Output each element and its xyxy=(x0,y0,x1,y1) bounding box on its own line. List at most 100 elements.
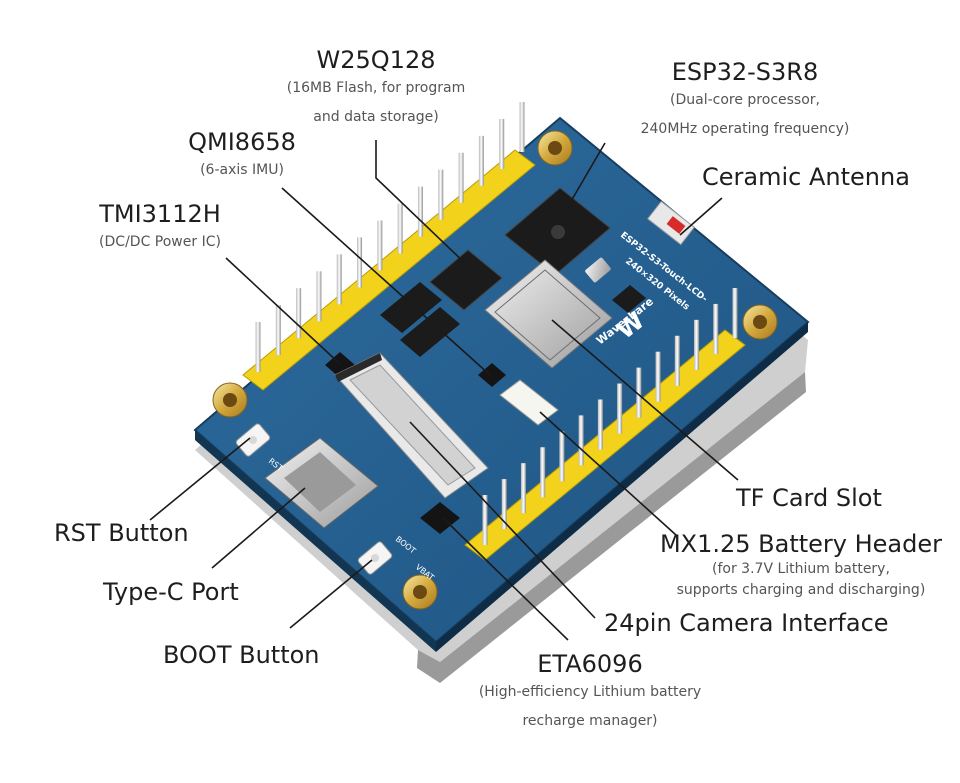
header-pin xyxy=(540,447,546,498)
camera-fpc-latch xyxy=(335,353,382,382)
leader-tfcard xyxy=(551,319,739,481)
header-pin xyxy=(559,431,565,482)
header-pin xyxy=(674,335,680,386)
header-pin xyxy=(597,399,603,450)
component-desc: (DC/DC Power IC) xyxy=(99,234,221,250)
header-pin xyxy=(732,288,738,338)
crystal xyxy=(585,257,611,283)
mosfet-chip xyxy=(380,282,442,333)
component-name: ESP32-S3R8 xyxy=(671,58,819,86)
component-desc: (Dual-core processor, xyxy=(670,92,820,108)
battery-header xyxy=(499,379,559,426)
component-name: RST Button xyxy=(54,519,189,547)
component-desc: (16MB Flash, for program xyxy=(286,80,466,96)
header-pin xyxy=(713,303,719,354)
header-pin xyxy=(501,479,507,530)
mosfet-chip-2 xyxy=(400,307,460,357)
component-desc: 240MHz operating frequency) xyxy=(640,121,850,137)
component-desc: recharge manager) xyxy=(522,713,658,729)
component-name: MX1.25 Battery Header xyxy=(659,530,942,558)
regulator-chip xyxy=(612,285,646,313)
header-pin xyxy=(438,169,444,220)
label-qmi8658: QMI8658 (6-axis IMU) xyxy=(188,128,296,185)
imu-chip xyxy=(478,363,506,387)
component-name: W25Q128 xyxy=(316,46,436,74)
component-name: TMI3112H xyxy=(99,200,221,228)
leader-antenna xyxy=(679,197,723,236)
boot-button-cap xyxy=(371,554,379,562)
leader-rst xyxy=(149,437,251,521)
type-c-port-opening xyxy=(284,452,356,512)
header-pin xyxy=(377,220,383,271)
header-pin xyxy=(255,322,261,372)
left-pin-header xyxy=(242,102,536,391)
component-name: QMI8658 xyxy=(188,128,296,156)
leader-typec xyxy=(211,487,306,569)
flash-chip xyxy=(429,249,503,311)
label-antenna: Ceramic Antenna xyxy=(702,163,910,191)
header-pin xyxy=(636,367,642,418)
header-pin xyxy=(336,254,342,305)
leader-boot xyxy=(289,559,373,629)
label-tfcard: TF Card Slot xyxy=(736,484,882,512)
mounting-holes xyxy=(212,130,778,610)
header-pin xyxy=(617,383,623,434)
label-w25q128: W25Q128 (16MB Flash, for program and dat… xyxy=(287,46,465,132)
rst-button-cap xyxy=(249,436,257,444)
right-pin-header xyxy=(464,288,746,561)
header-pin xyxy=(694,319,700,370)
header-pin xyxy=(316,271,322,322)
label-battery: MX1.25 Battery Header (for 3.7V Lithium … xyxy=(660,530,942,600)
lcd-edge-shadow xyxy=(417,372,806,683)
header-pin xyxy=(275,305,281,356)
leader-tmi3112h xyxy=(225,257,341,365)
header-pins-top xyxy=(255,102,525,372)
header-pin xyxy=(478,135,484,186)
label-rst: RST Button xyxy=(54,519,189,547)
header-pins-bottom xyxy=(482,288,738,545)
label-camera: 24pin Camera Interface xyxy=(604,609,889,637)
component-desc: and data storage) xyxy=(313,109,439,125)
component-name: Ceramic Antenna xyxy=(702,163,910,191)
leader-lines xyxy=(149,140,739,641)
label-esp32: ESP32-S3R8 (Dual-core processor, 240MHz … xyxy=(641,58,850,144)
label-tmi3112h: TMI3112H (DC/DC Power IC) xyxy=(99,200,221,257)
label-eta6096: ETA6096 (High-efficiency Lithium battery… xyxy=(479,650,701,736)
label-boot: BOOT Button xyxy=(163,641,320,669)
header-pin xyxy=(655,351,661,402)
leader-w25q128 xyxy=(375,140,471,269)
component-desc: (for 3.7V Lithium battery, xyxy=(712,561,890,577)
leader-eta6096 xyxy=(442,517,569,641)
header-pin xyxy=(417,186,423,237)
component-desc: (High-efficiency Lithium battery xyxy=(478,684,702,700)
header-pin xyxy=(499,118,505,169)
tf-card-slot-inner xyxy=(494,269,601,361)
component-desc: supports charging and discharging) xyxy=(676,582,926,598)
component-name: 24pin Camera Interface xyxy=(604,609,889,637)
tf-card-slot xyxy=(484,259,613,369)
charger-chip xyxy=(420,502,460,534)
leader-qmi8658 xyxy=(281,187,491,376)
header-pin xyxy=(520,463,526,514)
label-typec: Type-C Port xyxy=(103,578,239,606)
header-pin xyxy=(578,415,584,466)
header-pin xyxy=(519,102,525,152)
leader-esp32 xyxy=(559,142,606,221)
leader-camera xyxy=(409,421,596,619)
header-pin xyxy=(397,203,403,254)
header-pin xyxy=(296,288,302,339)
component-name: BOOT Button xyxy=(163,641,320,669)
header-pin xyxy=(357,237,363,288)
antenna-red-pad xyxy=(666,216,686,234)
leader-battery xyxy=(539,411,677,536)
header-pin xyxy=(458,152,464,203)
component-name: Type-C Port xyxy=(103,578,239,606)
header-pin xyxy=(482,495,488,545)
component-name: TF Card Slot xyxy=(736,484,882,512)
espressif-logo-icon xyxy=(551,225,565,239)
pcb-side xyxy=(195,430,436,652)
component-name: ETA6096 xyxy=(537,650,643,678)
component-desc: (6-axis IMU) xyxy=(200,162,284,178)
